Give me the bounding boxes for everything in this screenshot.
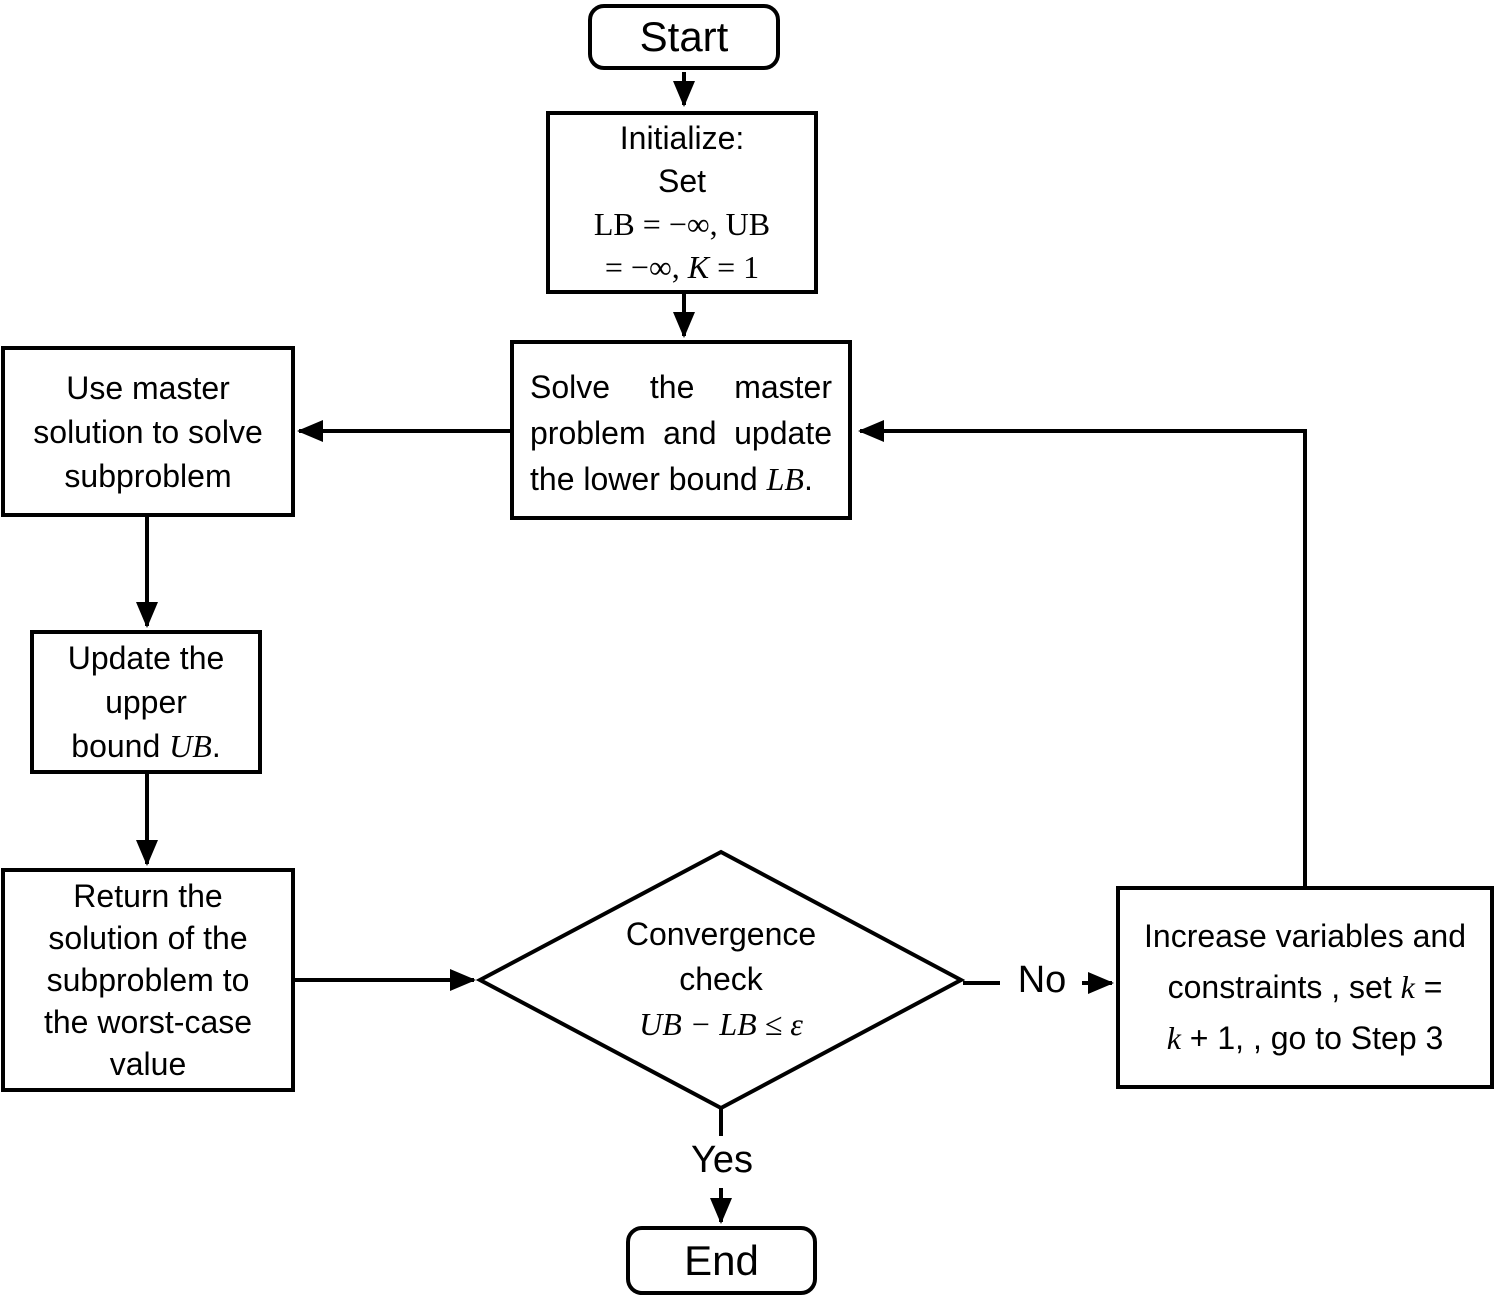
increase-line3-var: k (1166, 1020, 1181, 1056)
return-line1: Return the (73, 878, 223, 914)
update-upper-line1: Update the (67, 640, 225, 676)
return-line2: solution of the (48, 920, 248, 956)
increase-line2-var: k (1400, 969, 1415, 1005)
increase-line2: constraints , set k = (1168, 962, 1443, 1013)
return-solution-node: Return the solution of the subproblem to… (1, 868, 295, 1092)
convergence-diamond: Convergence check UB − LB ≤ ε (541, 912, 901, 1047)
initialize-line4: = −∞, K = 1 (605, 246, 759, 289)
update-upper-line3: bound UB. (71, 724, 220, 768)
increase-line1: Increase variables and (1144, 918, 1466, 954)
use-master-node: Use master solution to solve subproblem (1, 346, 295, 517)
solve-master-text-main: Solve the master problem and update the … (530, 369, 832, 497)
return-line3: subproblem to (46, 962, 250, 998)
arrow-increase-to-solve-feedback (858, 420, 1307, 886)
end-node: End (626, 1226, 817, 1295)
update-upper-bound-node: Update the upper bound UB. (30, 630, 262, 774)
solve-master-text-var: LB (766, 461, 804, 497)
convergence-condition: UB − LB ≤ ε (639, 1006, 803, 1042)
convergence-diamond-shape (475, 849, 966, 1111)
yes-label: Yes (684, 1138, 760, 1182)
initialize-node: Initialize: Set LB = −∞, UB = −∞, K = 1 (546, 111, 818, 294)
update-upper-line3-pre: bound (71, 728, 170, 764)
update-upper-line3-period: . (211, 728, 221, 764)
solve-master-text-period: . (803, 461, 813, 497)
start-node: Start (588, 4, 780, 70)
start-label: Start (639, 13, 729, 60)
use-master-line2: solution to solve (33, 413, 263, 450)
increase-line2-pre: constraints , set (1167, 969, 1401, 1005)
return-line4: the worst-case (43, 1004, 253, 1040)
increase-variables-node: Increase variables and constraints , set… (1116, 886, 1494, 1089)
use-master-line1: Use master (66, 369, 230, 406)
use-master-line3: subproblem (64, 457, 232, 494)
initialize-line4-var: K (687, 248, 710, 285)
initialize-line4-post: = 1 (709, 248, 760, 285)
return-line5: value (109, 1046, 187, 1082)
initialize-line1: Initialize: (619, 119, 745, 156)
solve-master-node: Solve the master problem and update the … (510, 340, 852, 520)
solve-master-text: Solve the master problem and update the … (530, 364, 832, 502)
end-label: End (684, 1236, 759, 1284)
increase-line3-post: + 1, , go to Step 3 (1180, 1020, 1444, 1056)
update-upper-line2: upper (105, 684, 187, 720)
no-label: No (1004, 958, 1080, 1002)
increase-line2-post: = (1414, 969, 1443, 1005)
convergence-line2: check (679, 961, 763, 997)
increase-line3: k + 1, , go to Step 3 (1167, 1013, 1444, 1064)
update-upper-line3-var: UB (169, 728, 212, 764)
convergence-line1: Convergence (625, 916, 817, 952)
initialize-line4-pre: = −∞, (604, 248, 688, 285)
initialize-line3: LB = −∞, UB (593, 205, 771, 242)
initialize-line2: Set (657, 162, 707, 199)
